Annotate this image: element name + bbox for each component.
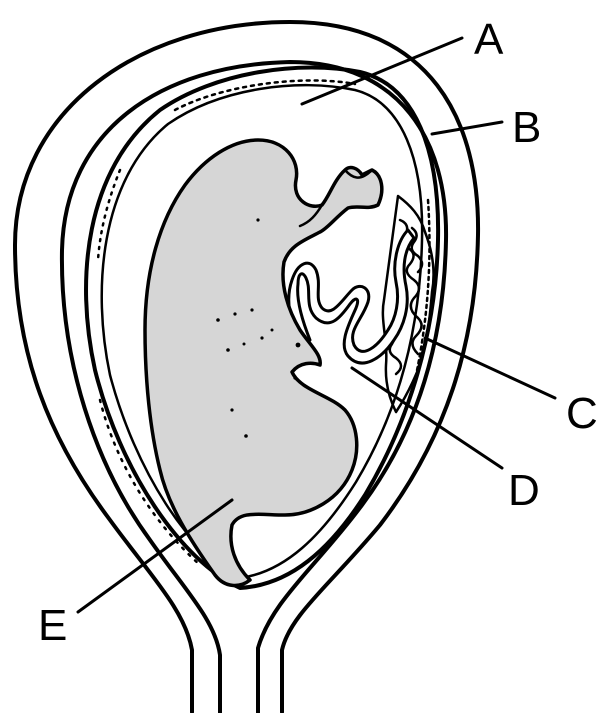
leader-line-b bbox=[432, 122, 502, 134]
label-b: B bbox=[512, 103, 541, 152]
label-a: A bbox=[474, 15, 504, 64]
cervical-canal bbox=[220, 660, 258, 712]
label-d: D bbox=[508, 466, 540, 515]
label-c: C bbox=[566, 389, 598, 438]
leader-line-a bbox=[302, 38, 462, 104]
leader-line-c bbox=[425, 338, 555, 398]
label-e: E bbox=[38, 601, 67, 650]
